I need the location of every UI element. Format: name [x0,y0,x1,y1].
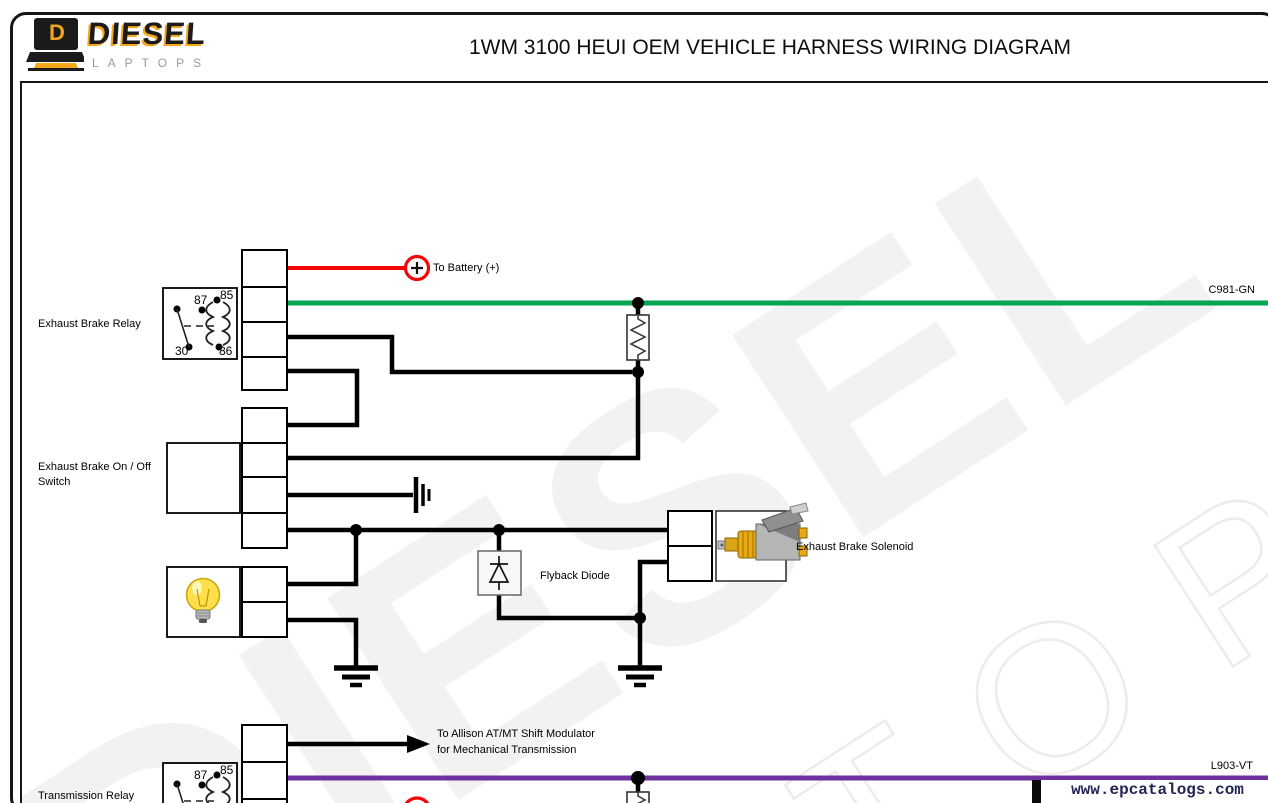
pin-85: 85 [220,288,234,302]
label-exhaust-brake-solenoid: Exhaust Brake Solenoid [796,541,914,553]
earth-ground-icon [334,665,378,688]
label-to-battery: To Battery (+) [433,262,500,274]
pin-86: 86 [219,344,233,358]
diesel-laptops-logo: D DIESEL LAPTOPS [26,14,226,76]
footer-site-url: www.epcatalogs.com [1071,781,1244,799]
label-wire-L903-VT: L903-VT [1210,760,1253,772]
label-flyback-diode: Flyback Diode [540,570,610,582]
label-exhaust-brake-relay: Exhaust Brake Relay [38,318,141,330]
bulb-connector [241,566,288,638]
chassis-ground-icon [413,477,431,513]
transmission-connector [241,724,288,803]
battery-plus-icon [403,254,431,282]
resistor-icon [626,791,650,803]
pin-87: 87 [194,768,208,782]
label-exhaust-brake-switch-line1: Exhaust Brake On / Off [38,461,151,473]
exhaust-brake-solenoid-icon [715,502,809,582]
relay-connector [241,249,288,391]
allison-arrowhead [407,735,430,753]
pin-30: 30 [175,344,189,358]
label-allison-line2: for Mechanical Transmission [437,744,577,756]
footer-site-box [1032,780,1268,803]
brand-subname: LAPTOPS [92,56,211,70]
earth-ground-icon [618,665,662,688]
laptop-icon [26,18,84,71]
label-wire-C981-GN: C981-GN [1208,284,1255,296]
label-exhaust-brake-switch-line2: Switch [38,476,71,488]
switch-connector [241,407,288,549]
battery-plus-icon-partial [404,796,430,803]
logo-monogram: D [49,20,65,45]
flyback-diode-icon [477,550,522,596]
resistor-icon [626,314,650,361]
pin-87: 87 [194,293,208,307]
label-transmission-relay: Transmission Relay [38,790,135,802]
page-title: 1WM 3100 HEUI OEM VEHICLE HARNESS WIRING… [468,36,1072,59]
label-allison-line1: To Allison AT/MT Shift Modulator [437,728,595,740]
brand-name: DIESEL [86,16,208,51]
exhaust-brake-switch-box [166,442,241,514]
indicator-bulb-icon [166,566,241,638]
pin-85: 85 [220,763,234,777]
junction-dots [350,297,646,785]
solenoid-connector [667,510,713,582]
